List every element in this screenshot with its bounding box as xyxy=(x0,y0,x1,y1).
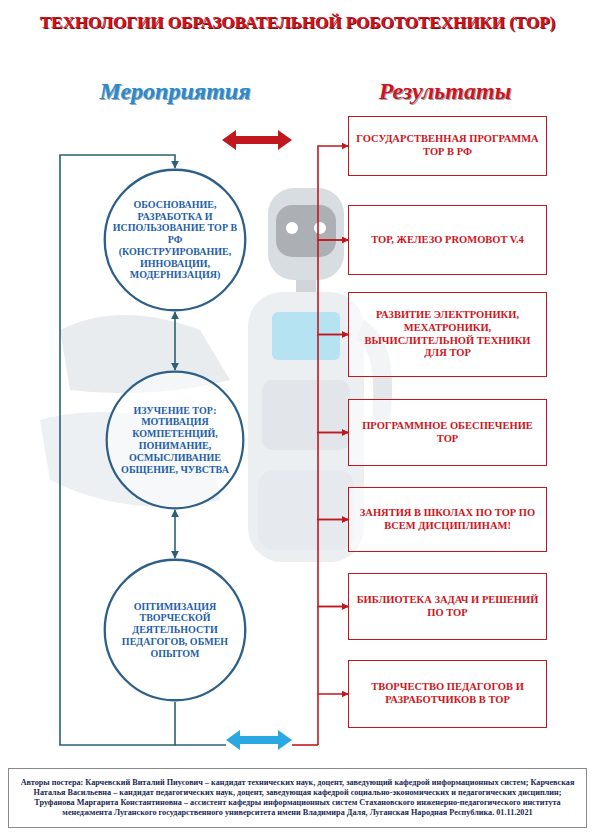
node-text: ТВОРЧЕСТВО ПЕДАГОГОВ И РАЗРАБОТЧИКОВ В Т… xyxy=(355,681,540,706)
connector xyxy=(318,520,348,607)
connector xyxy=(174,510,176,558)
connector xyxy=(60,155,175,745)
connector xyxy=(174,312,176,370)
result-box: ТВОРЧЕСТВО ПЕДАГОГОВ И РАЗРАБОТЧИКОВ В Т… xyxy=(348,660,547,728)
result-box: ЗАНЯТИЯ В ШКОЛАХ ПО ТОР ПО ВСЕМ ДИСЦИПЛИ… xyxy=(348,487,547,552)
circle-shape xyxy=(105,170,246,311)
result-box: ГОСУДАРСТВЕННАЯ ПРОГРАММА ТОР В РФ xyxy=(348,116,547,176)
text-stack: ЗАНЯТИЯ В ШКОЛАХ ПО ТОР ПО ВСЕМ ДИСЦИПЛИ… xyxy=(355,507,540,532)
robot-panel xyxy=(262,380,350,450)
connector xyxy=(318,607,348,695)
bus-line xyxy=(317,694,319,745)
circle-shape xyxy=(105,560,246,701)
double-arrow xyxy=(222,130,292,150)
activity-circle: ОБОСНОВАНИЕ, РАЗРАБОТКА И ИСПОЛЬЗОВАНИЕ … xyxy=(103,168,247,312)
node-text: РАЗВИТИЕ ЭЛЕКТРОНИКИ, МЕХАТРОНИКИ, ВЫЧИС… xyxy=(355,309,540,359)
node-text: ПРОГРАММНОЕ ОБЕСПЕЧЕНИЕ ТОР xyxy=(355,420,540,445)
text-stack: ТОР, ЖЕЛЕЗО PROMOBOT V.4 xyxy=(371,234,524,247)
robot-screen xyxy=(272,312,340,360)
text-stack: Авторы постера: Карчевский Виталий Пиусо… xyxy=(15,778,580,818)
robot-head xyxy=(268,188,344,280)
robot-base xyxy=(258,470,354,550)
activity-circle: ОПТИМИЗАЦИЯ ТВОРЧЕСКОЙ ДЕЯТЕЛЬНОСТИ ПЕДА… xyxy=(103,558,247,702)
text-stack: ОБОСНОВАНИЕ, РАЗРАБОТКА И ИСПОЛЬЗОВАНИЕ … xyxy=(111,199,239,282)
robot-body xyxy=(248,292,364,562)
text-stack: ИЗУЧЕНИЕ ТОР: МОТИВАЦИЯ КОМПЕТЕНЦИЙ, ПОН… xyxy=(113,405,237,476)
bus-line xyxy=(292,744,318,746)
authors-text: Авторы постера: Карчевский Виталий Пиусо… xyxy=(15,778,580,818)
node-text: ИЗУЧЕНИЕ ТОР: МОТИВАЦИЯ КОМПЕТЕНЦИЙ, ПОН… xyxy=(113,405,237,476)
activity-circle: ИЗУЧЕНИЕ ТОР: МОТИВАЦИЯ КОМПЕТЕНЦИЙ, ПОН… xyxy=(105,370,245,510)
result-box: ПРОГРАММНОЕ ОБЕСПЕЧЕНИЕ ТОР xyxy=(348,399,547,466)
circle-shape xyxy=(107,372,244,509)
text-stack: ГОСУДАРСТВЕННАЯ ПРОГРАММА ТОР В РФ xyxy=(355,133,540,158)
robot-face xyxy=(276,205,336,257)
column-heading: Результаты xyxy=(340,78,550,105)
node-text: ТОР, ЖЕЛЕЗО PROMOBOT V.4 xyxy=(371,234,524,247)
robot-eye xyxy=(314,222,326,234)
text-stack: РАЗВИТИЕ ЭЛЕКТРОНИКИ, МЕХАТРОНИКИ, ВЫЧИС… xyxy=(355,309,540,359)
node-text: ОПТИМИЗАЦИЯ ТВОРЧЕСКОЙ ДЕЯТЕЛЬНОСТИ ПЕДА… xyxy=(111,601,239,660)
node-text: ЗАНЯТИЯ В ШКОЛАХ ПО ТОР ПО ВСЕМ ДИСЦИПЛИ… xyxy=(355,507,540,532)
poster-title: ТЕХНОЛОГИИ ОБРАЗОВАТЕЛЬНОЙ РОБОТОТЕХНИКИ… xyxy=(30,14,565,33)
text-stack: ТВОРЧЕСТВО ПЕДАГОГОВ И РАЗРАБОТЧИКОВ В Т… xyxy=(355,681,540,706)
bus-line xyxy=(175,744,226,746)
column-heading: Мероприятия xyxy=(70,78,280,105)
double-arrow xyxy=(226,730,292,750)
text-stack: ПРОГРАММНОЕ ОБЕСПЕЧЕНИЕ ТОР xyxy=(355,420,540,445)
node-text: ГОСУДАРСТВЕННАЯ ПРОГРАММА ТОР В РФ xyxy=(355,133,540,158)
robot-eye xyxy=(286,222,298,234)
connector xyxy=(318,335,348,433)
text-stack: ОПТИМИЗАЦИЯ ТВОРЧЕСКОЙ ДЕЯТЕЛЬНОСТИ ПЕДА… xyxy=(111,601,239,660)
robot-neck xyxy=(296,280,316,292)
result-box: БИБЛИОТЕКА ЗАДАЧ И РЕШЕНИЙ ПО ТОР xyxy=(348,573,547,640)
node-text: БИБЛИОТЕКА ЗАДАЧ И РЕШЕНИЙ ПО ТОР xyxy=(355,594,540,619)
connector xyxy=(318,146,348,240)
text-stack: БИБЛИОТЕКА ЗАДАЧ И РЕШЕНИЙ ПО ТОР xyxy=(355,594,540,619)
result-box: РАЗВИТИЕ ЭЛЕКТРОНИКИ, МЕХАТРОНИКИ, ВЫЧИС… xyxy=(348,292,547,377)
authors-box: Авторы постера: Карчевский Виталий Пиусо… xyxy=(8,768,587,828)
connector xyxy=(318,240,348,335)
result-box: ТОР, ЖЕЛЕЗО PROMOBOT V.4 xyxy=(348,205,547,275)
connector xyxy=(318,433,348,520)
node-text: ОБОСНОВАНИЕ, РАЗРАБОТКА И ИСПОЛЬЗОВАНИЕ … xyxy=(111,199,239,282)
